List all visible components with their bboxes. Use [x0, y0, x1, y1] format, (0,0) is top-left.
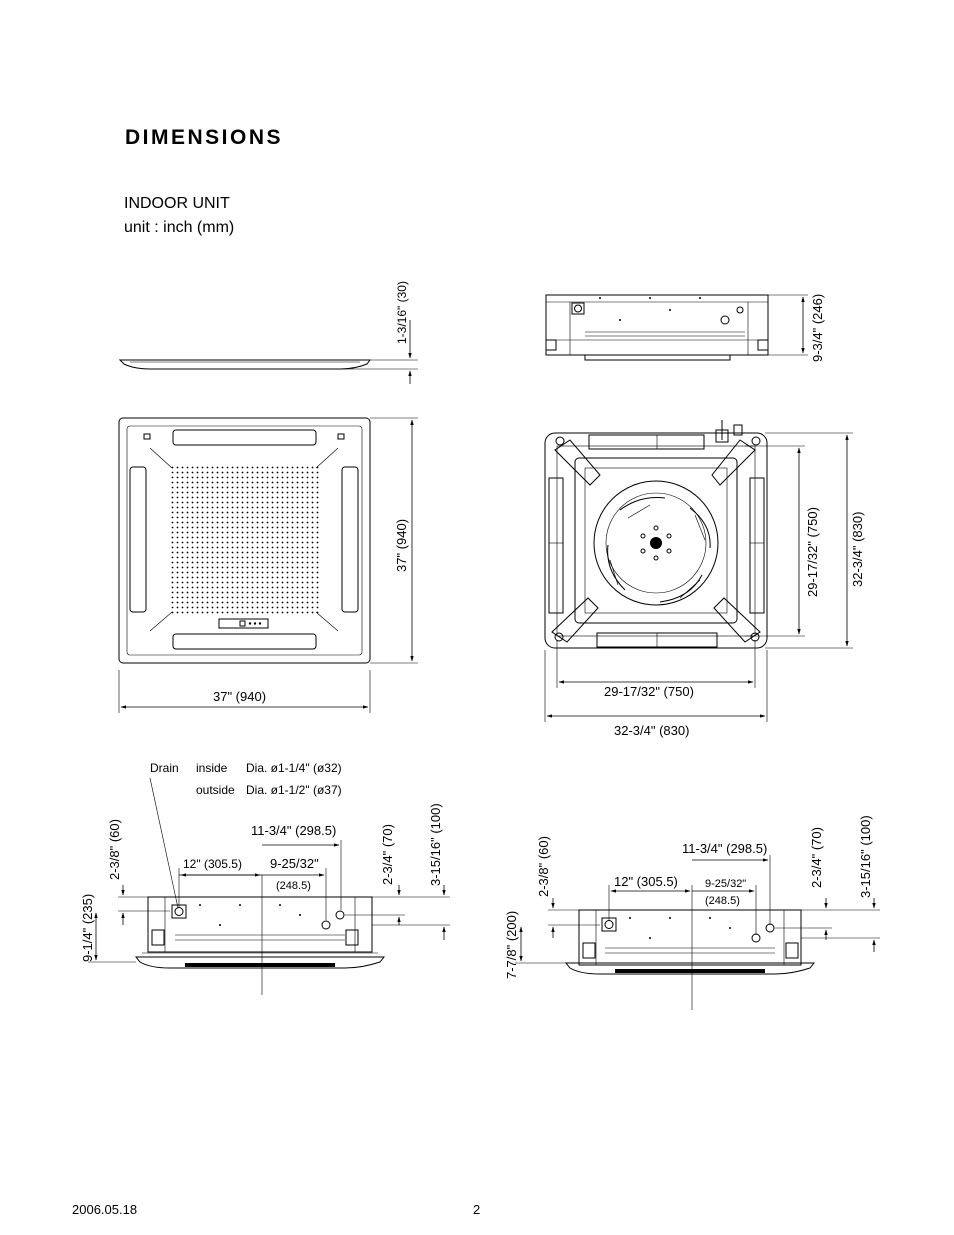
dim-body-depth-outer: 32-3/4" (830)	[850, 512, 865, 587]
dim-panel-height: 37" (940)	[394, 519, 409, 572]
dim-left-2-3-4: 2-3/4" (70)	[380, 824, 395, 885]
panel-side-view: 1-3/16" (30)	[118, 281, 418, 384]
elevation-right: 11-3/4" (298.5) 12" (305.5) 9-25/32" (24…	[504, 815, 880, 1010]
dim-right-7-7-8: 7-7/8" (200)	[504, 911, 519, 979]
dim-right-2-3-8: 2-3/8" (60)	[536, 836, 551, 897]
dim-left-9-1-4: 9-1/4" (235)	[80, 894, 95, 962]
dim-right-12: 12" (305.5)	[614, 874, 678, 889]
label-outside: outside	[196, 783, 235, 797]
unit-note: unit : inch (mm)	[124, 219, 235, 236]
dim-left-248: (248.5)	[276, 880, 311, 892]
elevation-left: Drain inside Dia. ø1-1/4" (ø32) outside …	[80, 761, 450, 995]
label-dia-outside: Dia. ø1-1/2" (ø37)	[246, 783, 342, 797]
grille-pattern	[170, 465, 320, 615]
dim-panel-width: 37" (940)	[213, 689, 266, 704]
section-heading: INDOOR UNIT	[124, 195, 230, 212]
body-side-view: 9-3/4" (246)	[545, 294, 825, 362]
dim-left-3-15-16: 3-15/16" (100)	[428, 803, 443, 886]
dim-right-248: (248.5)	[705, 895, 740, 907]
dim-left-11-3-4: 11-3/4" (298.5)	[251, 823, 336, 838]
dim-right-11-3-4: 11-3/4" (298.5)	[682, 841, 767, 856]
footer-date: 2006.05.18	[72, 1202, 138, 1217]
page-number: 2	[473, 1202, 481, 1217]
label-inside: inside	[196, 761, 228, 775]
dim-left-9-25-32: 9-25/32"	[270, 856, 319, 871]
dim-right-3-15-16: 3-15/16" (100)	[858, 815, 873, 898]
dim-body-depth-inner: 29-17/32" (750)	[805, 507, 820, 597]
label-drain: Drain	[150, 761, 179, 775]
panel-front-view: 37" (940) 37" (940)	[118, 417, 418, 713]
dim-body-height: 9-3/4" (246)	[810, 294, 825, 362]
dim-panel-thickness: 1-3/16" (30)	[395, 281, 409, 344]
dim-right-2-3-4: 2-3/4" (70)	[809, 827, 824, 888]
label-dia-inside: Dia. ø1-1/4" (ø32)	[246, 761, 342, 775]
body-top-view: 29-17/32" (750) 32-3/4" (830) 29-17/32" …	[544, 420, 865, 738]
dim-right-9-25-32: 9-25/32"	[705, 878, 746, 890]
page-title: DIMENSIONS	[125, 126, 284, 149]
dim-body-width-outer: 32-3/4" (830)	[614, 723, 689, 738]
dim-body-width-inner: 29-17/32" (750)	[604, 684, 694, 699]
dim-left-12: 12" (305.5)	[183, 857, 242, 871]
dim-left-2-3-8: 2-3/8" (60)	[107, 819, 122, 880]
